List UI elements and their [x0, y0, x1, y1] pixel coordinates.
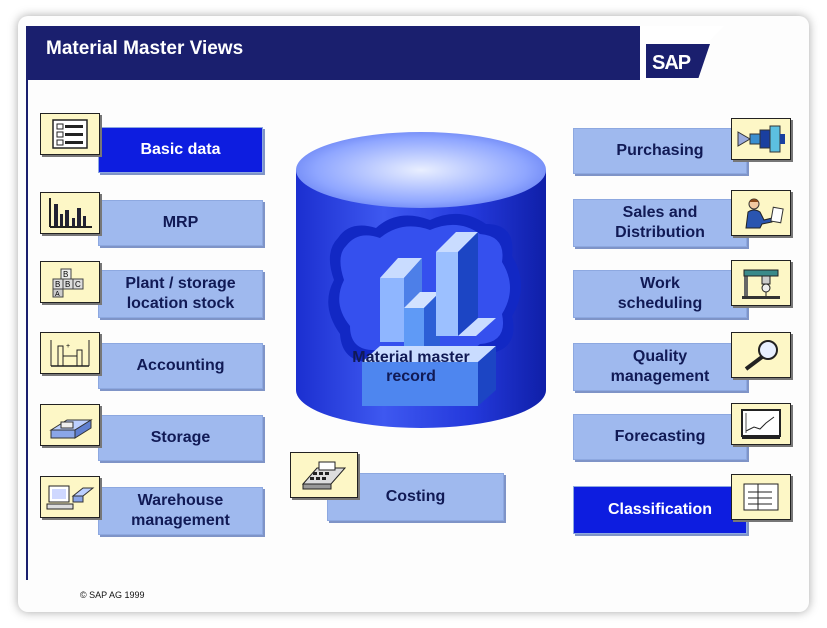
- forecasting-view[interactable]: Forecasting: [573, 414, 747, 460]
- quality-management-label: Quality management: [610, 348, 710, 385]
- classification-icon: [731, 474, 791, 520]
- svg-text:C: C: [75, 280, 81, 289]
- svg-text:A: A: [55, 291, 60, 298]
- classification-view[interactable]: Classification: [573, 486, 747, 534]
- mrp-label: MRP: [162, 214, 199, 231]
- database-cylinder: [296, 132, 546, 428]
- computer-icon: [40, 476, 100, 518]
- salesperson-icon: [731, 190, 791, 236]
- mrp-view[interactable]: MRP: [98, 200, 263, 246]
- header-bar: [26, 26, 706, 80]
- purchasing-view[interactable]: Purchasing: [573, 128, 747, 174]
- warehouse-management-view[interactable]: Warehouse management: [98, 487, 263, 535]
- quality-management-view[interactable]: Quality management: [573, 343, 747, 391]
- storage-icon: [40, 404, 100, 446]
- list-icon: [40, 113, 100, 155]
- page-title: Material Master Views: [46, 38, 244, 59]
- plant-storage-view[interactable]: Plant / storage location stock: [98, 270, 263, 318]
- classification-label: Classification: [607, 501, 713, 518]
- work-scheduling-label: Work scheduling: [617, 275, 703, 312]
- drill-press-icon: [731, 260, 791, 306]
- calculator-icon: [290, 452, 358, 498]
- bar-chart-icon: [40, 192, 100, 234]
- left-border-line: [26, 80, 28, 580]
- sales-distribution-view[interactable]: Sales and Distribution: [573, 199, 747, 247]
- basic-data-label: Basic data: [140, 141, 221, 158]
- svg-text:B: B: [63, 270, 68, 279]
- basic-data-view[interactable]: Basic data: [98, 127, 263, 173]
- costing-label: Costing: [385, 488, 446, 505]
- forecast-chart-icon: [731, 403, 791, 445]
- balance-icon: +: [40, 332, 100, 374]
- svg-text:B: B: [55, 280, 60, 289]
- purchasing-label: Purchasing: [616, 142, 704, 159]
- svg-text:+: +: [66, 343, 70, 350]
- accounting-view[interactable]: Accounting: [98, 343, 263, 389]
- warehouse-management-label: Warehouse management: [131, 492, 230, 529]
- accounting-label: Accounting: [136, 357, 225, 374]
- center-label: Material master record: [352, 349, 470, 385]
- machine-icon: [731, 118, 791, 160]
- magnifier-icon: [731, 332, 791, 378]
- sales-distribution-label: Sales and Distribution: [615, 204, 705, 241]
- work-scheduling-view[interactable]: Work scheduling: [573, 270, 747, 318]
- storage-view[interactable]: Storage: [98, 415, 263, 461]
- forecasting-label: Forecasting: [614, 428, 706, 445]
- plant-storage-label: Plant / storage location stock: [125, 275, 236, 312]
- sap-logo: [646, 44, 710, 78]
- slide: Material Master Views SAP: [18, 16, 809, 612]
- copyright-text: © SAP AG 1999: [80, 590, 145, 600]
- storage-label: Storage: [150, 429, 211, 446]
- sap-logo-text: SAP: [652, 52, 691, 74]
- svg-text:B: B: [65, 280, 70, 289]
